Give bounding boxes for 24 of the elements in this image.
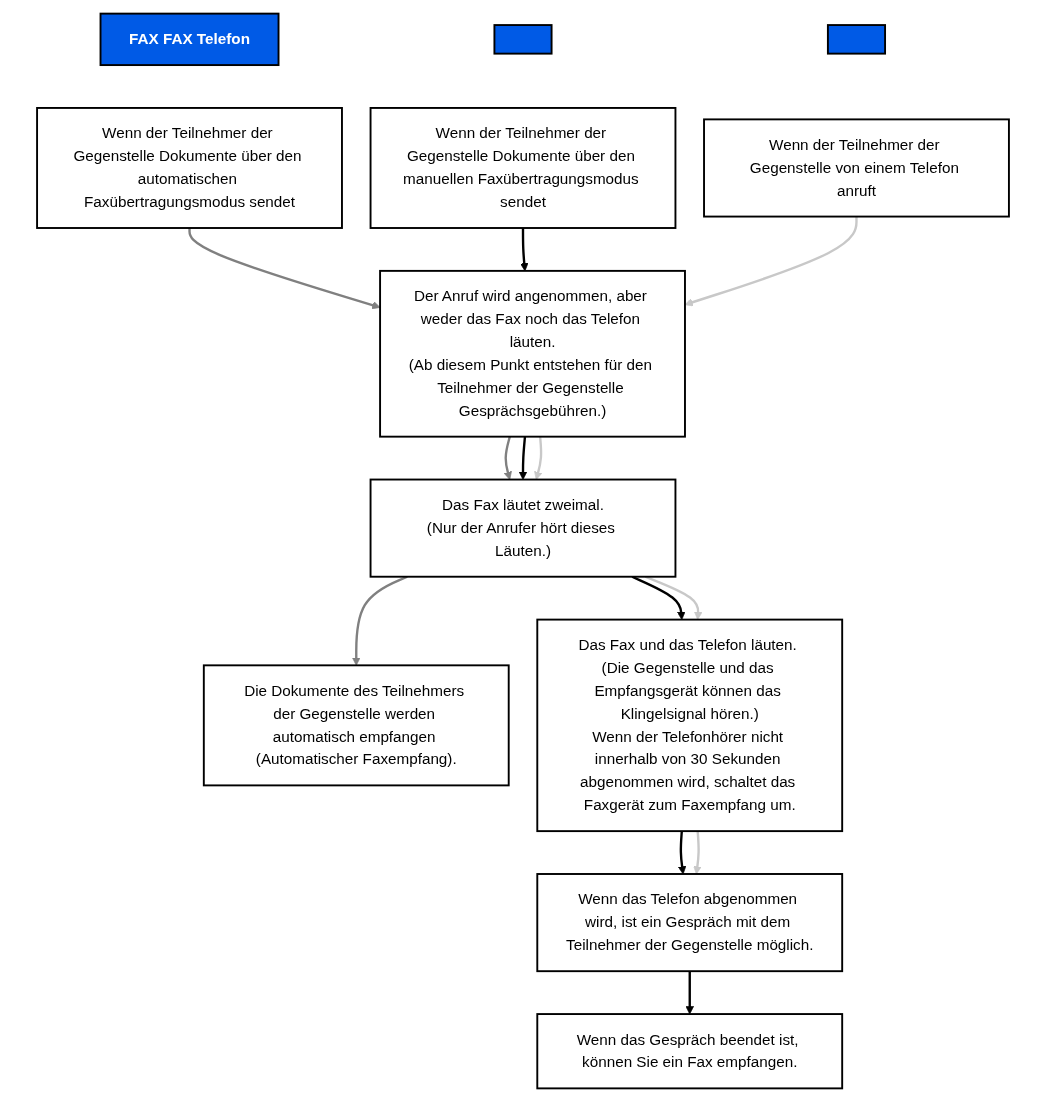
node-box: Wenn der Teilnehmer der Gegenstelle Dokumente über den automatischen Faxübertragungsmodus sendet xyxy=(36,106,343,229)
node-box: Das Fax und das Telefon läuten. (Die Gegenstelle und das Empfangsgerät können das Klingelsignal hören.) Wenn der Telefonhörer nicht innerhalb von 30 Sekunden abgenommen wird, schaltet das Faxgerät zum Faxempfang um. xyxy=(536,618,844,832)
node-box: Wenn der Teilnehmer der Gegenstelle Dokumente über den manuellen Faxübertragungsmodus sendet xyxy=(369,106,677,229)
node-box: Der Anruf wird angenommen, aber weder das Fax noch das Telefon läuten. (Ab diesem Punkt entstehen für den Teilnehmer der Gegenstelle Gesprächsgebühren.) xyxy=(379,269,686,438)
node-box: Die Dokumente des Teilnehmers der Gegenstelle werden automatisch empfangen (Automatischer Faxempfang). xyxy=(202,663,510,786)
node-box: Das Fax läutet zweimal. (Nur der Anrufer hört dieses Läuten.) xyxy=(369,478,677,578)
node-box: Wenn das Telefon abgenommen wird, ist ein Gespräch mit dem Teilnehmer der Gegenstelle möglich. xyxy=(536,872,844,972)
arrow xyxy=(503,435,512,480)
arrow xyxy=(685,970,694,1014)
arrow xyxy=(534,436,543,480)
arrow xyxy=(352,575,408,666)
arrow xyxy=(677,830,687,874)
arrow xyxy=(188,227,381,309)
arrow xyxy=(644,575,703,620)
node-bar xyxy=(493,23,553,55)
arrow xyxy=(684,216,858,306)
arrow xyxy=(520,227,529,271)
arrow xyxy=(693,830,702,874)
arrow xyxy=(631,575,686,620)
arrow xyxy=(518,436,528,480)
node-box: FAX FAX Telefon xyxy=(99,12,280,66)
node-box: Wenn das Gespräch beendet ist, können Sie ein Fax empfangen. xyxy=(536,1012,844,1089)
node-box: Wenn der Teilnehmer der Gegenstelle von einem Telefon anruft xyxy=(703,117,1010,218)
node-bar xyxy=(826,23,886,55)
